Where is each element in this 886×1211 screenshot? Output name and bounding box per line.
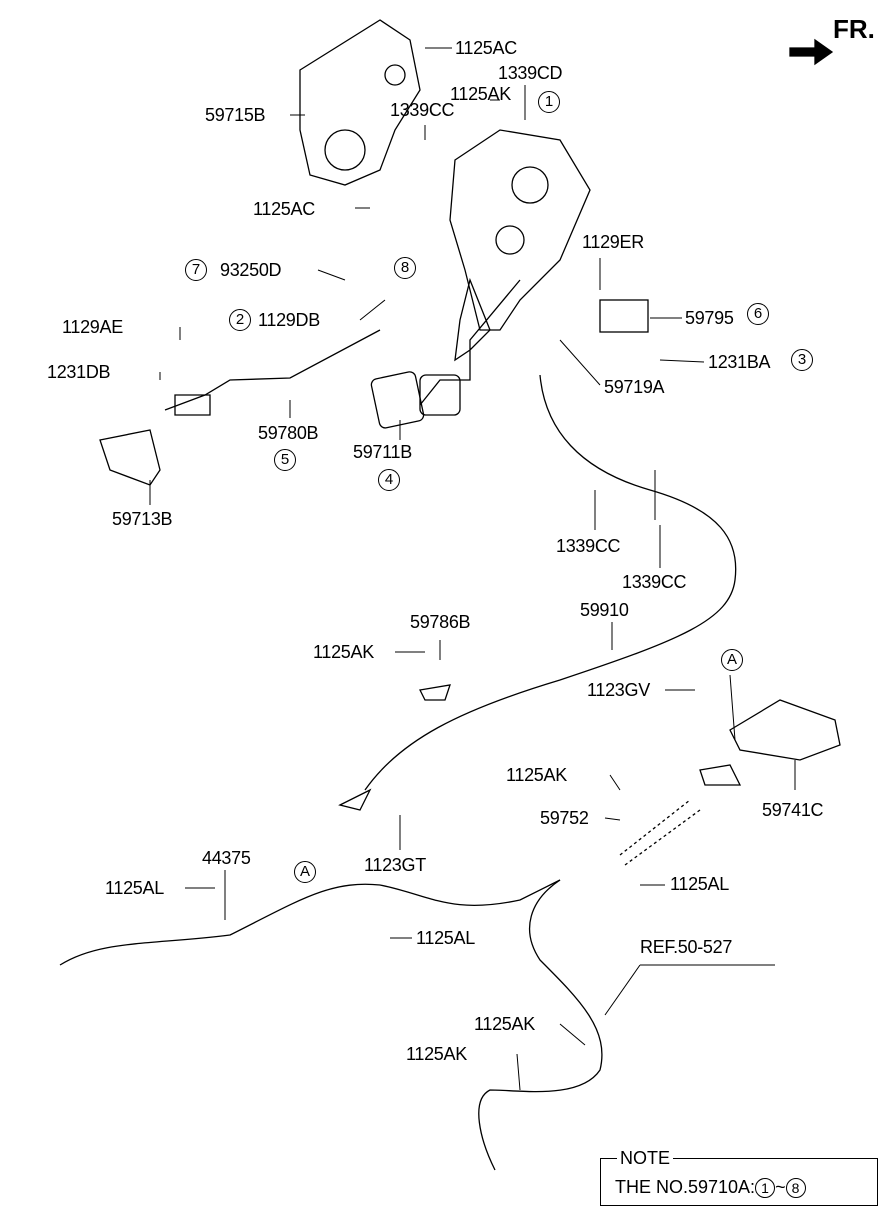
callout: 59713B (112, 509, 173, 529)
pedal-arm (419, 277, 521, 406)
callout: 1125AL (105, 878, 164, 898)
callout: 1129ER (582, 232, 644, 252)
circled-number: 3 (791, 349, 813, 371)
release-cable (164, 329, 381, 411)
main-cable-59910 (364, 374, 737, 791)
callout: 1339CC (390, 100, 455, 120)
circled-number: 8 (785, 1178, 806, 1199)
callout: 1125AC (253, 199, 315, 219)
callout: 59780B (258, 423, 319, 443)
note-title: NOTE (617, 1149, 674, 1167)
note-box: NOTE THE NO.59710A:1~8 (600, 1149, 878, 1206)
callout: 1125AK (406, 1044, 467, 1064)
circled-number: 5 (274, 449, 296, 471)
note-text-main: THE NO.59710A: (615, 1177, 756, 1197)
front-direction-label: FR. (833, 14, 875, 44)
circled-number: 1 (755, 1178, 776, 1199)
callout: 1231BA (708, 352, 771, 372)
note-range-separator: ~ (775, 1177, 786, 1197)
callout: 44375 (202, 848, 251, 868)
note-text: THE NO.59710A:1~8 (615, 1177, 806, 1199)
callout: 59752 (540, 808, 589, 828)
circled-number: 2 (229, 309, 251, 331)
callout: 1125AK (450, 84, 511, 104)
left-rear-cable (59, 879, 561, 966)
equalizer-59741C (729, 699, 841, 761)
callout: 1231DB (47, 362, 111, 382)
callout: 1123GT (364, 855, 426, 875)
leader-lines (149, 47, 796, 1091)
connection-marker: A (721, 649, 743, 671)
circled-number: 8 (394, 257, 416, 279)
callout: 1129AE (62, 317, 123, 337)
callout: 1125AK (474, 1014, 535, 1034)
callout: 59795 (685, 308, 734, 328)
callout: 1339CC (622, 572, 687, 592)
circled-number: 7 (185, 259, 207, 281)
callout: 1125AC (455, 38, 517, 58)
callout: 59715B (205, 105, 266, 125)
callout: 59741C (762, 800, 824, 820)
callout: 1123GV (587, 680, 650, 700)
callout: 1125AK (313, 642, 374, 662)
callout-reference: REF.50-527 (640, 937, 733, 957)
callout: 1339CD (498, 63, 563, 83)
callout: 1129DB (258, 310, 320, 330)
callout: 59711B (353, 442, 412, 462)
circled-number: 4 (378, 469, 400, 491)
callout: 59719A (604, 377, 665, 397)
callout: 1339CC (556, 536, 621, 556)
release-handle (99, 429, 161, 486)
pedal-bracket (449, 129, 591, 331)
callout: 59786B (410, 612, 471, 632)
callout: 1125AK (506, 765, 567, 785)
circled-number: 1 (538, 91, 560, 113)
connection-marker: A (294, 861, 316, 883)
right-rear-cable (478, 879, 603, 1171)
fr-arrow-icon (789, 38, 834, 66)
callout: 1125AL (670, 874, 729, 894)
pedal-pad (370, 371, 425, 429)
circled-number: 6 (747, 303, 769, 325)
callout: 93250D (220, 260, 282, 280)
switch-59795 (599, 299, 649, 333)
callout: 59910 (580, 600, 629, 620)
callout: 1125AL (416, 928, 475, 948)
pedal-cover (299, 19, 421, 186)
